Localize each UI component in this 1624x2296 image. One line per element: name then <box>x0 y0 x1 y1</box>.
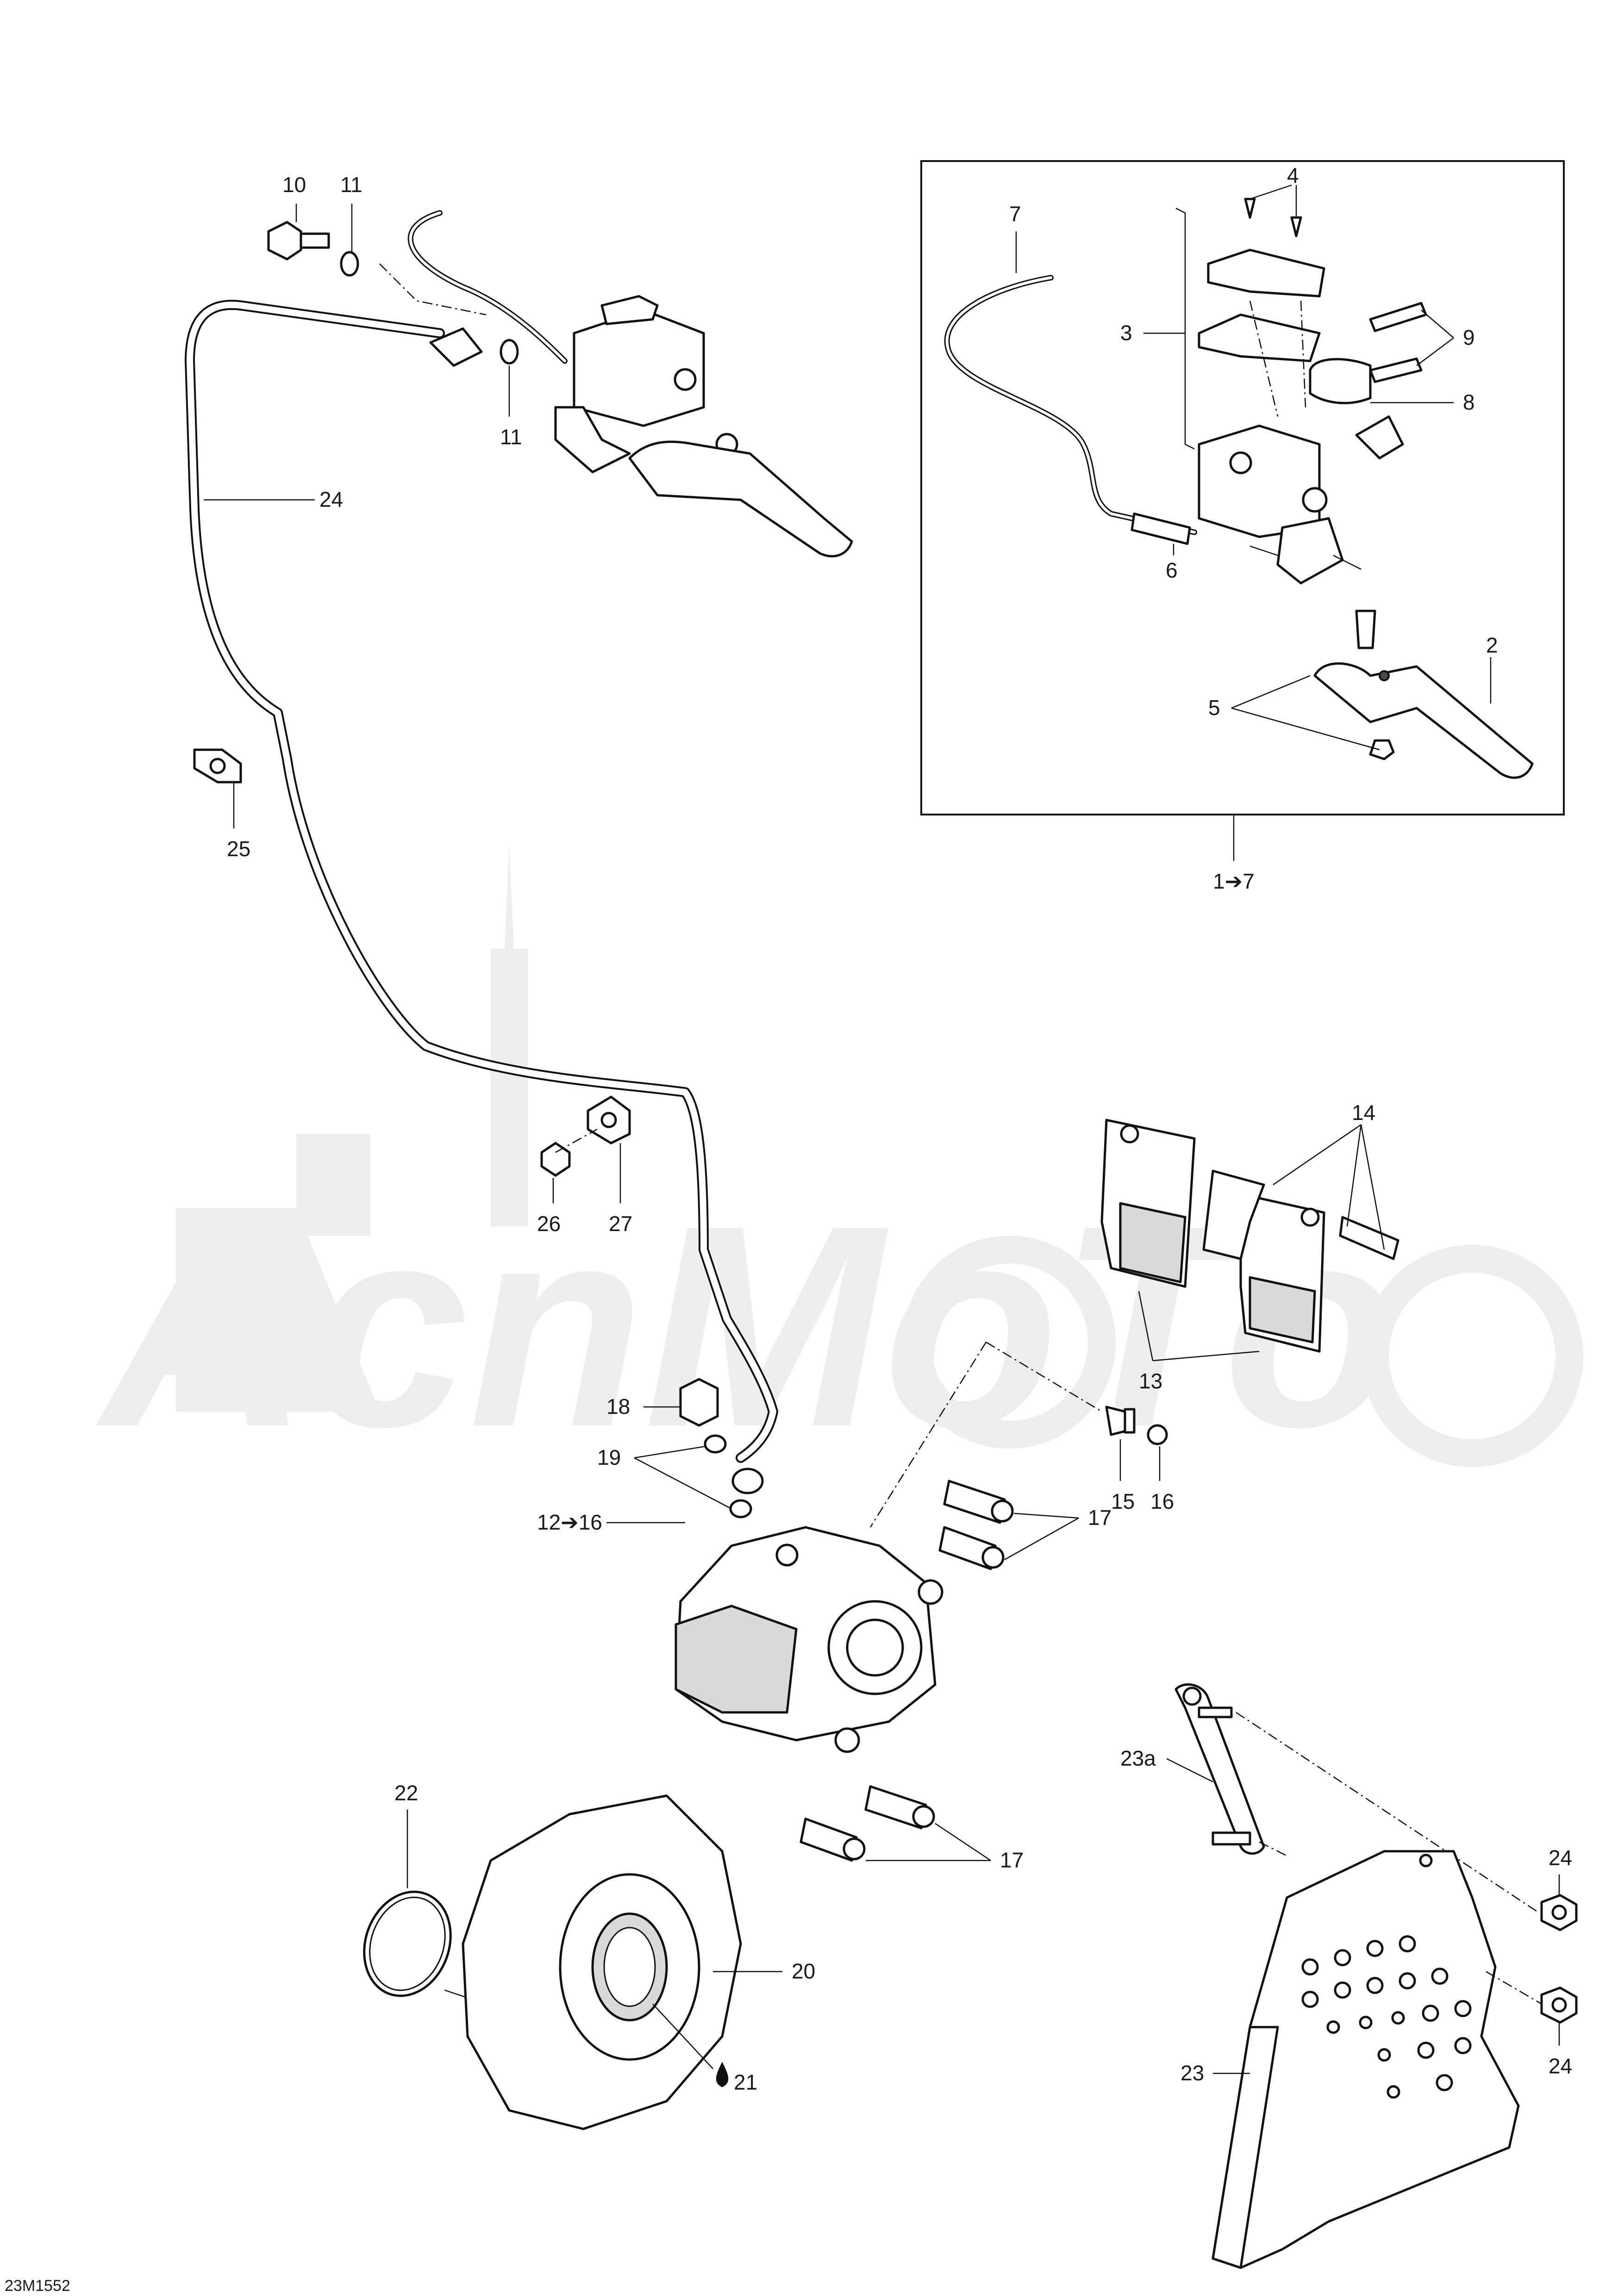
callout-11-bottom: 11 <box>500 425 522 449</box>
callout-1-7: 1➔7 <box>1213 869 1255 893</box>
callout-23: 23 <box>1181 2061 1204 2085</box>
callout-12-16: 12➔16 <box>537 1510 602 1534</box>
bleeder-valve: 15 16 <box>869 1341 1174 1528</box>
caliper-bolts: 17 17 <box>800 1480 1112 1872</box>
brake-hose: 24 <box>185 299 778 1463</box>
callout-5: 5 <box>1208 696 1220 720</box>
callout-17-top: 17 <box>1088 1506 1112 1530</box>
callout-26: 26 <box>537 1212 561 1236</box>
watermark: AcnMoTo <box>93 842 1583 1487</box>
callout-24-hose: 24 <box>319 487 343 511</box>
callout-9: 9 <box>1463 325 1475 349</box>
callout-25: 25 <box>227 837 250 861</box>
figure-id: 23M1552 <box>5 2277 70 2295</box>
hose-clip-and-nut: 26 27 <box>537 1095 632 1236</box>
callout-4: 4 <box>1287 163 1299 187</box>
callout-23a: 23a <box>1120 1746 1156 1770</box>
callout-18: 18 <box>606 1394 630 1419</box>
callout-19: 19 <box>597 1445 621 1469</box>
callout-10: 10 <box>282 173 306 197</box>
callout-21: 21 <box>734 2070 757 2094</box>
callout-8: 8 <box>1463 390 1475 414</box>
inset-master-cylinder-kit: 1➔7 7 6 3 4 8 <box>920 160 1565 893</box>
callout-24-upper: 24 <box>1549 1846 1572 1870</box>
callout-20: 20 <box>792 1959 815 1983</box>
callout-13: 13 <box>1139 1369 1162 1393</box>
guard-bracket: 23a <box>1120 1683 1537 1912</box>
hose-clip: 25 <box>193 748 250 861</box>
callout-22: 22 <box>394 1781 418 1805</box>
callout-6: 6 <box>1166 558 1178 582</box>
caliper-banjo: 18 19 <box>597 1378 764 1518</box>
brake-disc: 20 21 <box>462 1794 815 2130</box>
brake-caliper: 12➔16 <box>537 1510 943 1753</box>
guard-nuts: 24 24 <box>1486 1846 1578 2078</box>
watermark-text: AcnMoTo <box>93 1166 1399 1487</box>
callout-3: 3 <box>1120 321 1132 345</box>
callout-11-top: 11 <box>340 173 362 197</box>
brake-pads: 13 14 <box>1100 1101 1399 1393</box>
caliper-guard: 23 <box>1181 1850 1520 2269</box>
main-master-cylinder: 10 11 11 <box>267 173 853 558</box>
callout-2: 2 <box>1486 633 1498 657</box>
callout-17-bottom: 17 <box>1000 1848 1024 1872</box>
oil-drop-icon <box>716 2062 729 2087</box>
callout-15: 15 <box>1111 1489 1135 1513</box>
callout-27: 27 <box>609 1212 632 1236</box>
callout-16: 16 <box>1150 1489 1174 1513</box>
callout-7: 7 <box>1009 202 1021 226</box>
callout-24-lower: 24 <box>1549 2054 1572 2078</box>
callout-14: 14 <box>1352 1101 1375 1125</box>
